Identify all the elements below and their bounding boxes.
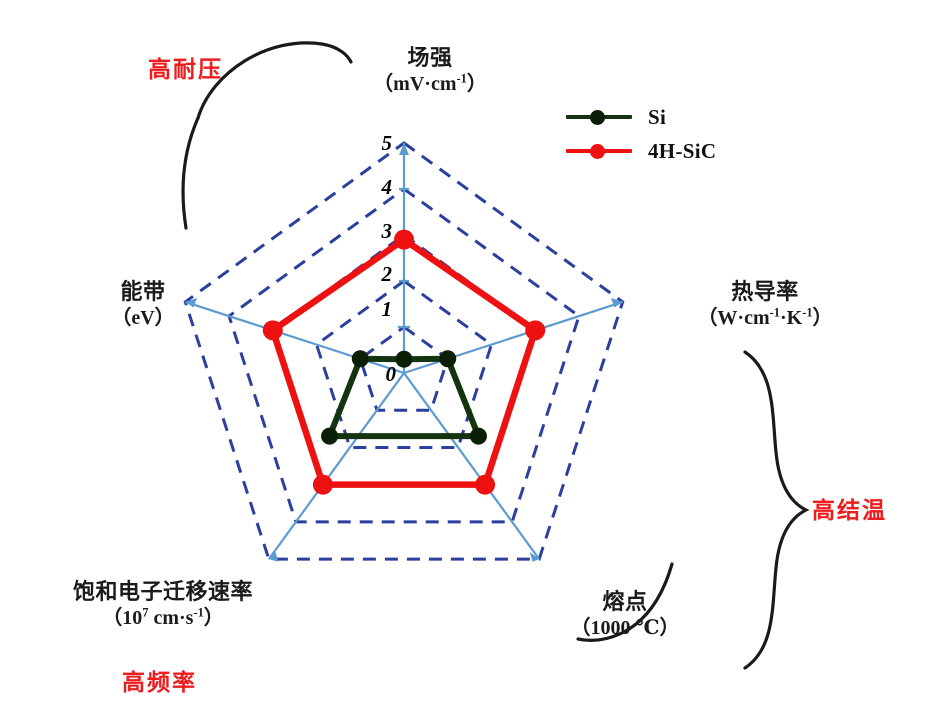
tick-label-0: 0 (385, 362, 397, 386)
arrowhead-band (185, 298, 197, 308)
arrowhead-field (399, 143, 409, 155)
radar-spoke-arrowheads (185, 143, 623, 562)
axis-label-saturation-velocity-unit: （107 cm·s-1） (102, 605, 224, 630)
tick-label-2: 2 (381, 262, 393, 286)
brace-high-voltage-tail (181, 116, 200, 230)
axis-label-thermal-conductivity: 热导率 （W·cm-1·K-1） (640, 278, 890, 332)
series-si-point-melt (469, 427, 487, 445)
arrowhead-thermal (611, 298, 623, 308)
brace-high-junction-temp (743, 350, 810, 670)
annotation-high-voltage: 高耐压 (148, 57, 223, 82)
legend-item-4h-sic[interactable]: 4H-SiC (566, 134, 756, 168)
annotation-high-frequency: 高频率 (122, 670, 197, 695)
annotation-high-junction-temp: 高结温 (812, 498, 887, 523)
series-4h-sic-point-band (262, 320, 283, 341)
axis-label-melting-point-unit: （1000 ℃） (570, 617, 680, 640)
series-4h-sic-point-thermal (525, 320, 546, 341)
axis-label-saturation-velocity: 饱和电子迁移速率 （107 cm·s-1） (18, 578, 308, 632)
spoke-melt (403, 372, 541, 560)
series-si (321, 350, 487, 445)
axis-label-thermal-conductivity-name: 热导率 (731, 279, 799, 304)
spoke-sat (267, 372, 405, 560)
grid-ring-4 (227, 187, 581, 524)
brace-high-voltage (196, 41, 353, 120)
axis-label-band-gap: 能带 （eV） (78, 278, 208, 332)
series-si-point-band (351, 350, 369, 368)
axis-label-band-gap-name: 能带 (120, 279, 166, 304)
axis-label-field-strength: 场强 （mV·cm-1） (330, 44, 530, 98)
brace-melting-point (576, 562, 674, 642)
legend-label-si: Si (648, 104, 667, 129)
callout-braces (181, 41, 810, 670)
series-4h-sic (262, 229, 546, 495)
grid-ring-2 (314, 279, 494, 449)
axis-label-melting-point-name: 熔点 (602, 589, 648, 614)
tick-label-4: 4 (381, 175, 393, 199)
axis-label-band-gap-unit: （eV） (111, 307, 175, 330)
chart-legend: Si 4H-SiC (566, 100, 756, 168)
arrowhead-melt (529, 551, 540, 562)
series-si-point-sat (321, 427, 339, 445)
axis-label-field-strength-name: 场强 (407, 45, 453, 70)
axis-label-melting-point: 熔点 （1000 ℃） (520, 588, 730, 642)
series-4h-sic-point-sat (312, 474, 333, 495)
series-si-point-thermal (439, 350, 457, 368)
series-4h-sic-polygon (269, 236, 539, 488)
legend-item-si[interactable]: Si (566, 100, 756, 134)
arrowhead-sat (268, 551, 279, 562)
axis-label-saturation-velocity-name: 饱和电子迁移速率 (72, 579, 253, 604)
tick-label-3: 3 (381, 219, 393, 243)
grid-ring-5 (183, 141, 625, 561)
grid-ring-1 (358, 325, 450, 412)
legend-marker-4h-sic-icon (566, 140, 632, 162)
tick-label-5: 5 (381, 131, 393, 155)
axis-label-field-strength-unit: （mV·cm-1） (373, 71, 487, 96)
series-4h-sic-point-melt (475, 474, 496, 495)
series-si-point-field (395, 350, 413, 368)
axis-label-thermal-conductivity-unit: （W·cm-1·K-1） (697, 305, 833, 330)
legend-label-4h-sic: 4H-SiC (648, 138, 717, 163)
legend-marker-si-icon (566, 106, 632, 128)
series-4h-sic-point-field (394, 229, 414, 250)
tick-label-1: 1 (381, 297, 393, 321)
